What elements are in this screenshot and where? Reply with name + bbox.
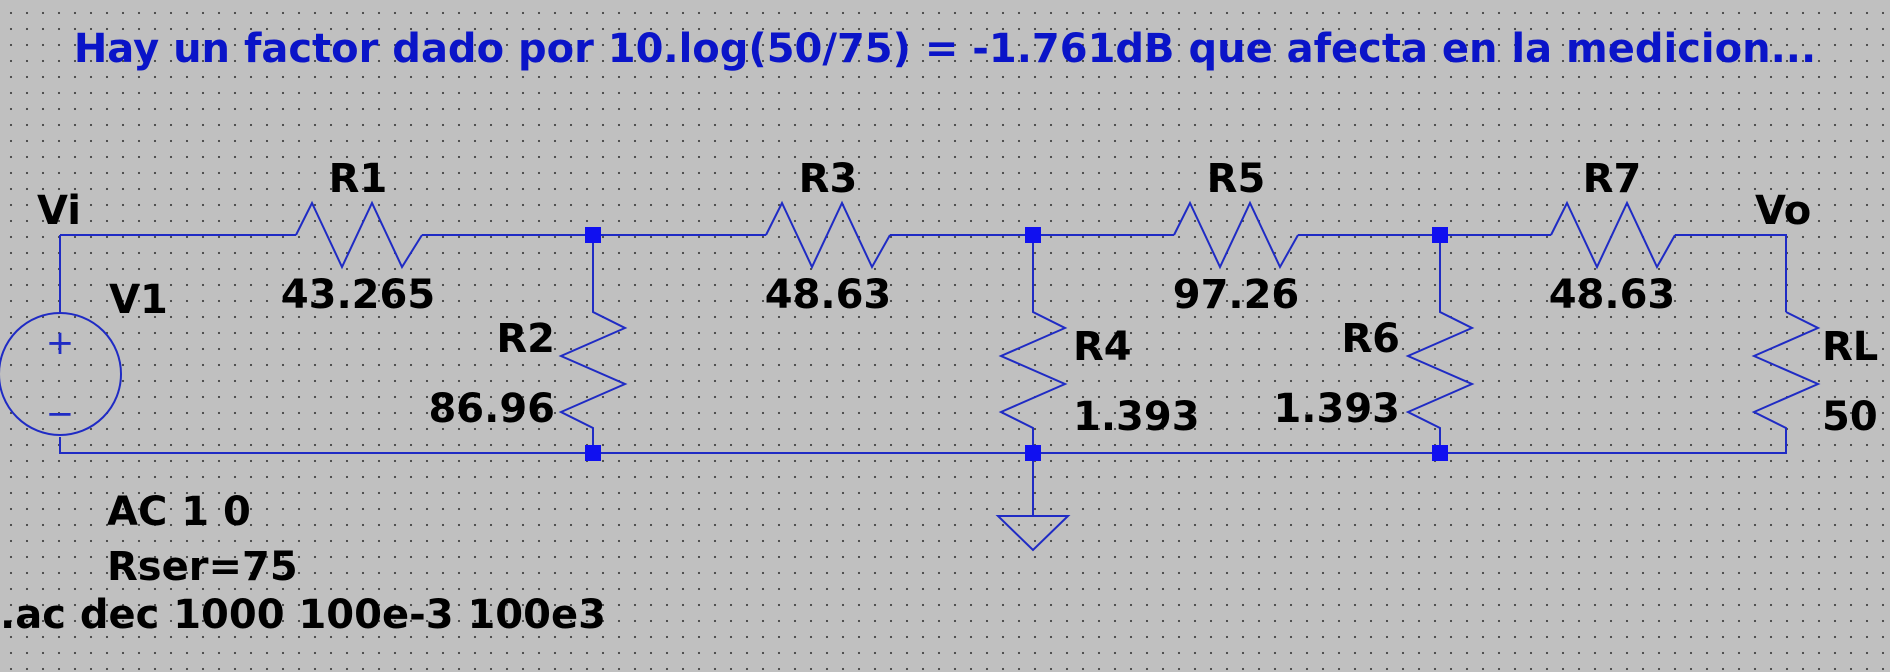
component-value-r2[interactable]: 86.96: [428, 386, 555, 432]
net-label-vo[interactable]: Vo: [1755, 188, 1811, 234]
component-name-r3[interactable]: R3: [799, 156, 858, 202]
wire-r7-rl: [1675, 234, 1787, 312]
component-name-r5[interactable]: R5: [1207, 156, 1266, 202]
component-value-r5[interactable]: 97.26: [1173, 272, 1300, 318]
resistor-r2[interactable]: [558, 235, 628, 453]
resistor-rl[interactable]: [1751, 311, 1821, 440]
junction-dot: [1432, 227, 1448, 243]
plus-icon: +: [46, 323, 75, 363]
resistor-r7[interactable]: [1550, 200, 1676, 270]
net-label-vi[interactable]: Vi: [37, 188, 81, 234]
junction-dot: [1025, 227, 1041, 243]
component-name-r2[interactable]: R2: [496, 316, 555, 362]
component-name-r1[interactable]: R1: [329, 156, 388, 202]
component-name-r6[interactable]: R6: [1341, 316, 1400, 362]
component-value-r3[interactable]: 48.63: [765, 272, 892, 318]
minus-icon: −: [46, 394, 75, 434]
junction-dot: [1432, 445, 1448, 461]
component-value-rl[interactable]: 50: [1822, 394, 1878, 440]
source-value-ac[interactable]: AC 1 0: [107, 489, 251, 535]
resistor-r4[interactable]: [998, 235, 1068, 453]
spice-directive[interactable]: .ac dec 1000 100e-3 100e3: [0, 592, 606, 638]
component-name-r4[interactable]: R4: [1073, 324, 1132, 370]
junction-dot: [1025, 445, 1041, 461]
resistor-r3[interactable]: [765, 200, 891, 270]
resistor-r6[interactable]: [1405, 235, 1475, 453]
component-value-r6[interactable]: 1.393: [1273, 386, 1400, 432]
resistor-r5[interactable]: [1173, 200, 1299, 270]
source-value-rser[interactable]: Rser=75: [107, 544, 298, 590]
ground-icon[interactable]: [995, 453, 1071, 552]
junction-dot: [585, 227, 601, 243]
schematic-comment[interactable]: Hay un factor dado por 10.log(50/75) = -…: [74, 26, 1816, 72]
voltage-source-v1[interactable]: + −: [0, 312, 122, 436]
component-value-r1[interactable]: 43.265: [281, 272, 435, 318]
component-value-r4[interactable]: 1.393: [1073, 394, 1200, 440]
component-name-r7[interactable]: R7: [1583, 156, 1642, 202]
component-value-r7[interactable]: 48.63: [1549, 272, 1676, 318]
component-name-rl[interactable]: RL: [1822, 324, 1878, 370]
wire-ground-rail: [59, 437, 1787, 454]
source-name-v1[interactable]: V1: [109, 277, 168, 323]
resistor-r1[interactable]: [295, 200, 423, 270]
junction-dot: [585, 445, 601, 461]
